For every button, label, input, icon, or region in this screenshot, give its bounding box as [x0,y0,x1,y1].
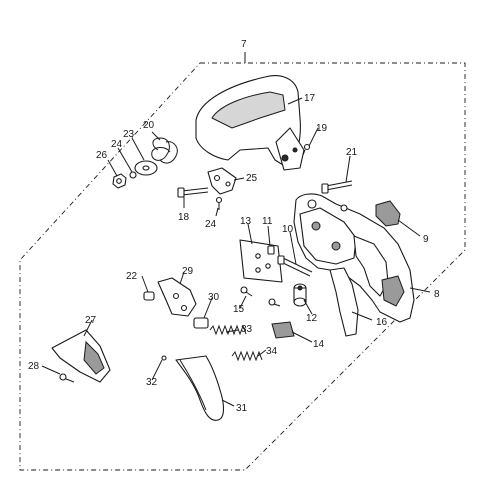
part-15-screws [240,286,281,307]
part-23-washer [134,160,158,176]
part-12-adjuster [293,283,307,307]
part-number-19: 19 [316,123,328,134]
part-32-pin [161,355,167,361]
part-number-34: 34 [266,346,278,357]
part-number-13: 13 [240,216,252,227]
part-labels: 7 17 19 20 23 24 26 21 25 18 24 13 11 10… [28,39,440,414]
part-27-guide-plate [51,329,111,383]
part-number-33: 33 [241,324,253,335]
part-number-12: 12 [306,313,318,324]
part-number-28: 28 [28,361,40,372]
part-number-32: 32 [146,377,158,388]
part-number-24-upper: 24 [111,139,123,150]
part-number-18: 18 [178,212,190,223]
part-number-9: 9 [423,234,429,245]
part-number-29: 29 [182,266,194,277]
part-16-lever [329,267,359,337]
part-number-27: 27 [85,315,97,326]
part-28-screw [59,373,75,383]
part-17-hand-guard [195,75,305,171]
part-number-8: 8 [434,289,440,300]
part-22-pin [143,291,155,301]
part-13-plate [239,239,283,283]
part-21-bolt [321,180,353,194]
part-number-30: 30 [208,292,220,303]
part-33-spring [209,324,247,336]
part-19-screw [302,143,311,156]
part-11-pin [267,245,275,255]
part-number-14: 14 [313,339,325,350]
part-number-31: 31 [236,403,248,414]
part-14-block [271,321,295,339]
part-number-23: 23 [123,129,135,140]
part-18-bolt [177,187,209,198]
part-number-10: 10 [282,224,294,235]
leader-lines [41,97,431,407]
part-34-spring [231,350,263,362]
part-25-brake-plate [207,167,237,195]
part-30-pin [193,317,209,329]
part-number-15: 15 [233,304,245,315]
part-number-17: 17 [304,93,316,104]
part-number-25: 25 [246,173,258,184]
part-number-16: 16 [376,317,388,328]
part-24-pin [215,196,223,210]
part-number-22: 22 [126,271,138,282]
part-number-7: 7 [241,39,247,50]
part-26-nut [112,173,127,189]
part-9-pad [375,200,401,227]
part-number-21: 21 [346,147,358,158]
part-20-spring [151,137,178,164]
part-number-20: 20 [143,120,155,131]
part-number-24-lower: 24 [205,219,217,230]
part-29-bracket [157,277,197,317]
part-10-stud [277,255,313,277]
part-31-brake-band [175,355,225,421]
part-number-11: 11 [262,216,273,227]
part-8-clutch-cover [293,193,415,323]
assembly-boundary [19,62,466,471]
part-24-ring [129,171,137,179]
part-number-26: 26 [96,150,108,161]
